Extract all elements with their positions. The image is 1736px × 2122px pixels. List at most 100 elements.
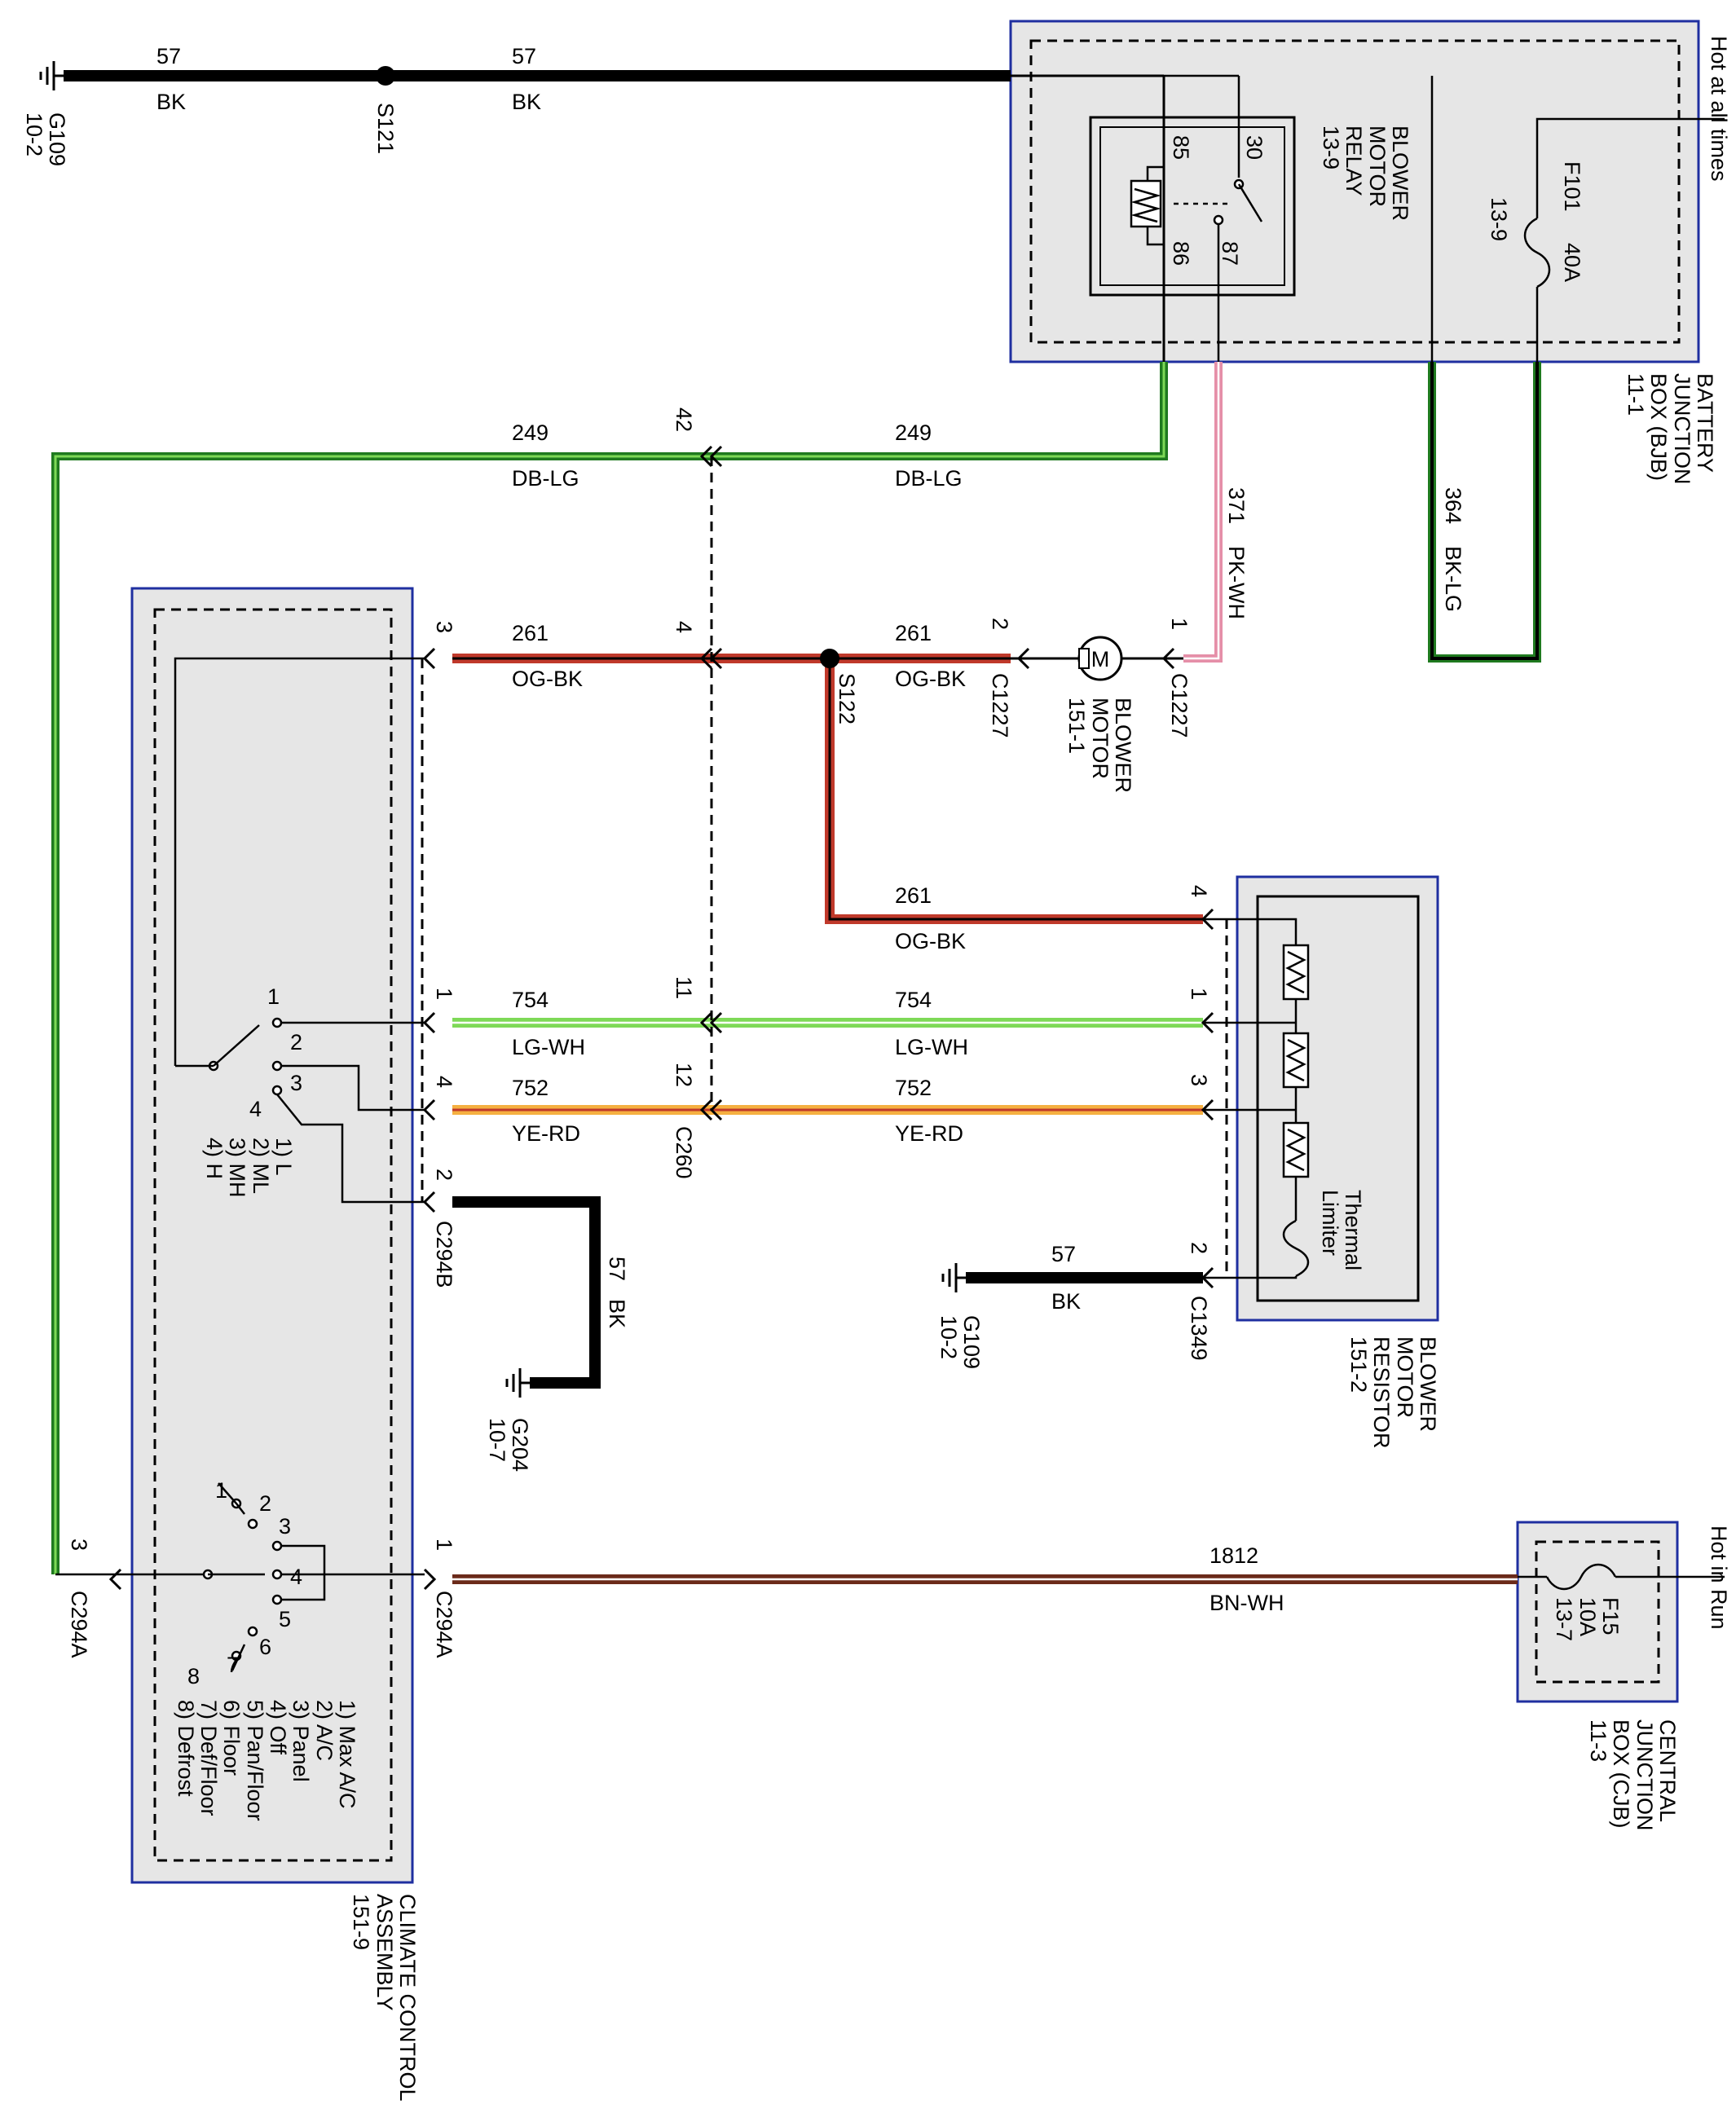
c294a-pin-1: 1 bbox=[432, 1539, 456, 1552]
resistor-pin-3: 3 bbox=[1187, 1074, 1211, 1087]
wire-label-color: LG-WH bbox=[512, 1035, 585, 1059]
fuse-f15-icon bbox=[1518, 1563, 1725, 1591]
splice-s121-label: S121 bbox=[373, 103, 398, 155]
resistor-network-icon bbox=[1203, 918, 1310, 1279]
ground-g109-top-icon bbox=[39, 61, 64, 90]
wire-label-color: BK bbox=[156, 90, 187, 114]
wire-label-circuit: 57 bbox=[1051, 1242, 1077, 1266]
wire-label-color: DB-LG bbox=[895, 466, 963, 491]
cjb-hot-note: Hot in Run bbox=[1707, 1525, 1731, 1630]
c260-pin-4: 4 bbox=[672, 621, 696, 634]
wire-label-circuit: 1812 bbox=[1209, 1543, 1259, 1568]
c294a-left-label: C294A bbox=[67, 1591, 91, 1658]
ground-g204-icon bbox=[505, 1368, 530, 1398]
c294b-pin-2: 2 bbox=[432, 1169, 456, 1182]
wire-364-bk-lg bbox=[1428, 362, 1541, 663]
c1227-pin-2: 2 bbox=[988, 618, 1012, 631]
wire-label-circuit: 249 bbox=[512, 420, 549, 445]
wire-label-color: PK-WH bbox=[1224, 546, 1249, 619]
wire-label-circuit: 754 bbox=[512, 988, 549, 1012]
climate-control-assembly bbox=[130, 587, 414, 1884]
speed-switch-pin: 2 bbox=[290, 1030, 303, 1054]
wire-label-color: OG-BK bbox=[895, 929, 967, 953]
central-junction-box bbox=[1516, 1521, 1679, 1703]
s121-splice bbox=[376, 66, 395, 86]
wire-label-circuit: 371 bbox=[1224, 487, 1249, 525]
wire-label-circuit: 261 bbox=[895, 883, 932, 908]
c1349-connector-label: C1349 bbox=[1187, 1296, 1211, 1361]
wire-label-circuit: 752 bbox=[895, 1076, 932, 1100]
speed-switch-pin: 3 bbox=[290, 1071, 303, 1095]
c294b-pin-1: 1 bbox=[432, 988, 456, 1001]
fuse-f101-icon bbox=[1430, 76, 1725, 362]
wire-label-color: DB-LG bbox=[512, 466, 579, 491]
resistor-pin-1: 1 bbox=[1187, 988, 1211, 1001]
wire-label-circuit: 57 bbox=[512, 44, 537, 68]
c260-pin-12: 12 bbox=[672, 1063, 696, 1088]
wire-57-bk-top bbox=[64, 70, 1165, 362]
fuse-f101-ref: 13-9 bbox=[1487, 197, 1511, 242]
wire-371-pk-wh bbox=[1183, 362, 1223, 663]
mode-switch-pin: 6 bbox=[259, 1635, 272, 1659]
wire-label-circuit: 364 bbox=[1441, 487, 1465, 525]
c260-pin-42: 42 bbox=[672, 407, 696, 433]
c260-pin-11: 11 bbox=[672, 976, 696, 1000]
wire-label-color: LG-WH bbox=[895, 1035, 968, 1059]
ground-g109-mid-icon bbox=[941, 1263, 966, 1292]
c294a-pin-3: 3 bbox=[67, 1539, 91, 1552]
c260-connector-label: C260 bbox=[672, 1126, 696, 1179]
battery-junction-box bbox=[1009, 20, 1700, 363]
blower-motor-resistor bbox=[1236, 875, 1439, 1322]
speed-switch-pin: 4 bbox=[249, 1097, 262, 1121]
relay-switch-icon bbox=[1174, 76, 1263, 362]
resistor-pin-2: 2 bbox=[1187, 1242, 1211, 1255]
s122-splice bbox=[820, 649, 839, 668]
relay-coil-icon bbox=[1130, 76, 1165, 362]
relay-pin-30: 30 bbox=[1242, 135, 1267, 161]
mode-switch-pin: 7 bbox=[227, 1653, 240, 1677]
wire-label-color: BK bbox=[1051, 1289, 1082, 1314]
c294b-pin-4: 4 bbox=[432, 1076, 456, 1089]
wire-label-circuit: 57 bbox=[605, 1257, 629, 1282]
bjb-hot-note: Hot at all times bbox=[1707, 36, 1731, 182]
c1227-connector-label: C1227 bbox=[988, 673, 1012, 738]
mode-switch-pin: 5 bbox=[279, 1607, 292, 1631]
resistor-pin-4: 4 bbox=[1187, 885, 1211, 898]
wire-57-bk-g204 bbox=[452, 1196, 601, 1389]
wire-label-color: YE-RD bbox=[895, 1121, 964, 1146]
c1227-pin-1: 1 bbox=[1167, 618, 1192, 631]
wire-label-color: BK-LG bbox=[1441, 546, 1465, 613]
blower-motor-icon: M bbox=[1077, 636, 1123, 681]
splice-s122-label: S122 bbox=[835, 673, 859, 725]
mode-switch-icon bbox=[55, 1482, 425, 1671]
c294b-connector-label: C294B bbox=[432, 1221, 456, 1288]
svg-text:M: M bbox=[1091, 647, 1110, 671]
fuse-f101-name: F101 bbox=[1560, 161, 1584, 212]
wire-label-color: OG-BK bbox=[512, 667, 584, 691]
blower-speed-switch-icon bbox=[174, 657, 425, 1204]
c1227b-connector-label: C1227 bbox=[1167, 673, 1192, 738]
mode-switch-pin: 3 bbox=[279, 1514, 292, 1539]
relay-pin-85: 85 bbox=[1169, 135, 1193, 161]
wire-label-color: BK bbox=[605, 1299, 629, 1329]
wire-label-circuit: 754 bbox=[895, 988, 932, 1012]
wire-label-color: BK bbox=[512, 90, 542, 114]
wire-label-circuit: 249 bbox=[895, 420, 932, 445]
c294a-right-label: C294A bbox=[432, 1591, 456, 1658]
speed-switch-pin: 1 bbox=[267, 984, 280, 1009]
mode-switch-pin: 8 bbox=[187, 1664, 200, 1688]
relay-pin-86: 86 bbox=[1169, 241, 1193, 266]
